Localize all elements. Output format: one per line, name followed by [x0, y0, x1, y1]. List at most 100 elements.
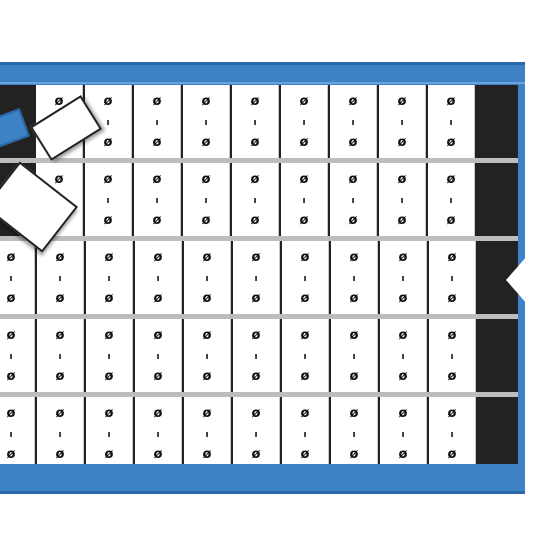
marker-label-middle: ı: [156, 429, 160, 440]
marker-label-middle: ı: [106, 195, 110, 206]
marker-label-bottom: ø: [447, 291, 457, 306]
marker-label-middle: ı: [155, 195, 159, 206]
marker-label-middle: ı: [9, 351, 13, 362]
marker-label-middle: ı: [156, 351, 160, 362]
marker-label-bottom: ø: [152, 213, 162, 228]
marker-label-bottom: ø: [300, 369, 310, 384]
marker-label-top: ø: [55, 328, 65, 343]
marker-label-middle: ı: [302, 195, 306, 206]
marker-label-bottom: ø: [299, 213, 309, 228]
marker-label-bottom: ø: [152, 135, 162, 150]
marker-label-top: ø: [201, 172, 211, 187]
marker-label-bottom: ø: [250, 135, 260, 150]
marker-label-middle: ı: [303, 273, 307, 284]
marker-label-bottom: ø: [397, 213, 407, 228]
marker-label-top: ø: [55, 250, 65, 265]
marker-label-top: ø: [348, 172, 358, 187]
marker-label-top: ø: [349, 250, 359, 265]
marker-label-top: ø: [446, 172, 456, 187]
marker-label-middle: ı: [107, 273, 111, 284]
marker-label-middle: ı: [204, 117, 208, 128]
marker-label-top: ø: [299, 94, 309, 109]
marker-label-top: ø: [202, 406, 212, 421]
marker-label-top: ø: [349, 406, 359, 421]
marker-label-middle: ı: [400, 117, 404, 128]
marker-label-middle: ı: [254, 351, 258, 362]
marker-label-middle: ı: [205, 273, 209, 284]
marker-label-bottom: ø: [398, 369, 408, 384]
marker-label-top: ø: [152, 94, 162, 109]
marker-label-top: ø: [54, 172, 64, 187]
marker-label-bottom: ø: [55, 369, 65, 384]
marker-label-bottom: ø: [398, 291, 408, 306]
marker-label-bottom: ø: [153, 369, 163, 384]
marker-label-bottom: ø: [300, 447, 310, 462]
marker-label-bottom: ø: [103, 213, 113, 228]
marker-label-middle: ı: [450, 351, 454, 362]
marker-label-bottom: ø: [202, 447, 212, 462]
marker-label-middle: ı: [450, 429, 454, 440]
marker-label-top: ø: [250, 172, 260, 187]
marker-label-top: ø: [397, 94, 407, 109]
marker-label-top: ø: [251, 250, 261, 265]
marker-label-top: ø: [398, 328, 408, 343]
row-divider: [0, 236, 518, 241]
marker-label-bottom: ø: [348, 135, 358, 150]
marker-label-top: ø: [104, 406, 114, 421]
marker-label-bottom: ø: [153, 447, 163, 462]
marker-label-top: ø: [55, 406, 65, 421]
marker-label-bottom: ø: [201, 135, 211, 150]
marker-label-top: ø: [104, 250, 114, 265]
marker-label-top: ø: [153, 250, 163, 265]
marker-label-middle: ı: [352, 351, 356, 362]
